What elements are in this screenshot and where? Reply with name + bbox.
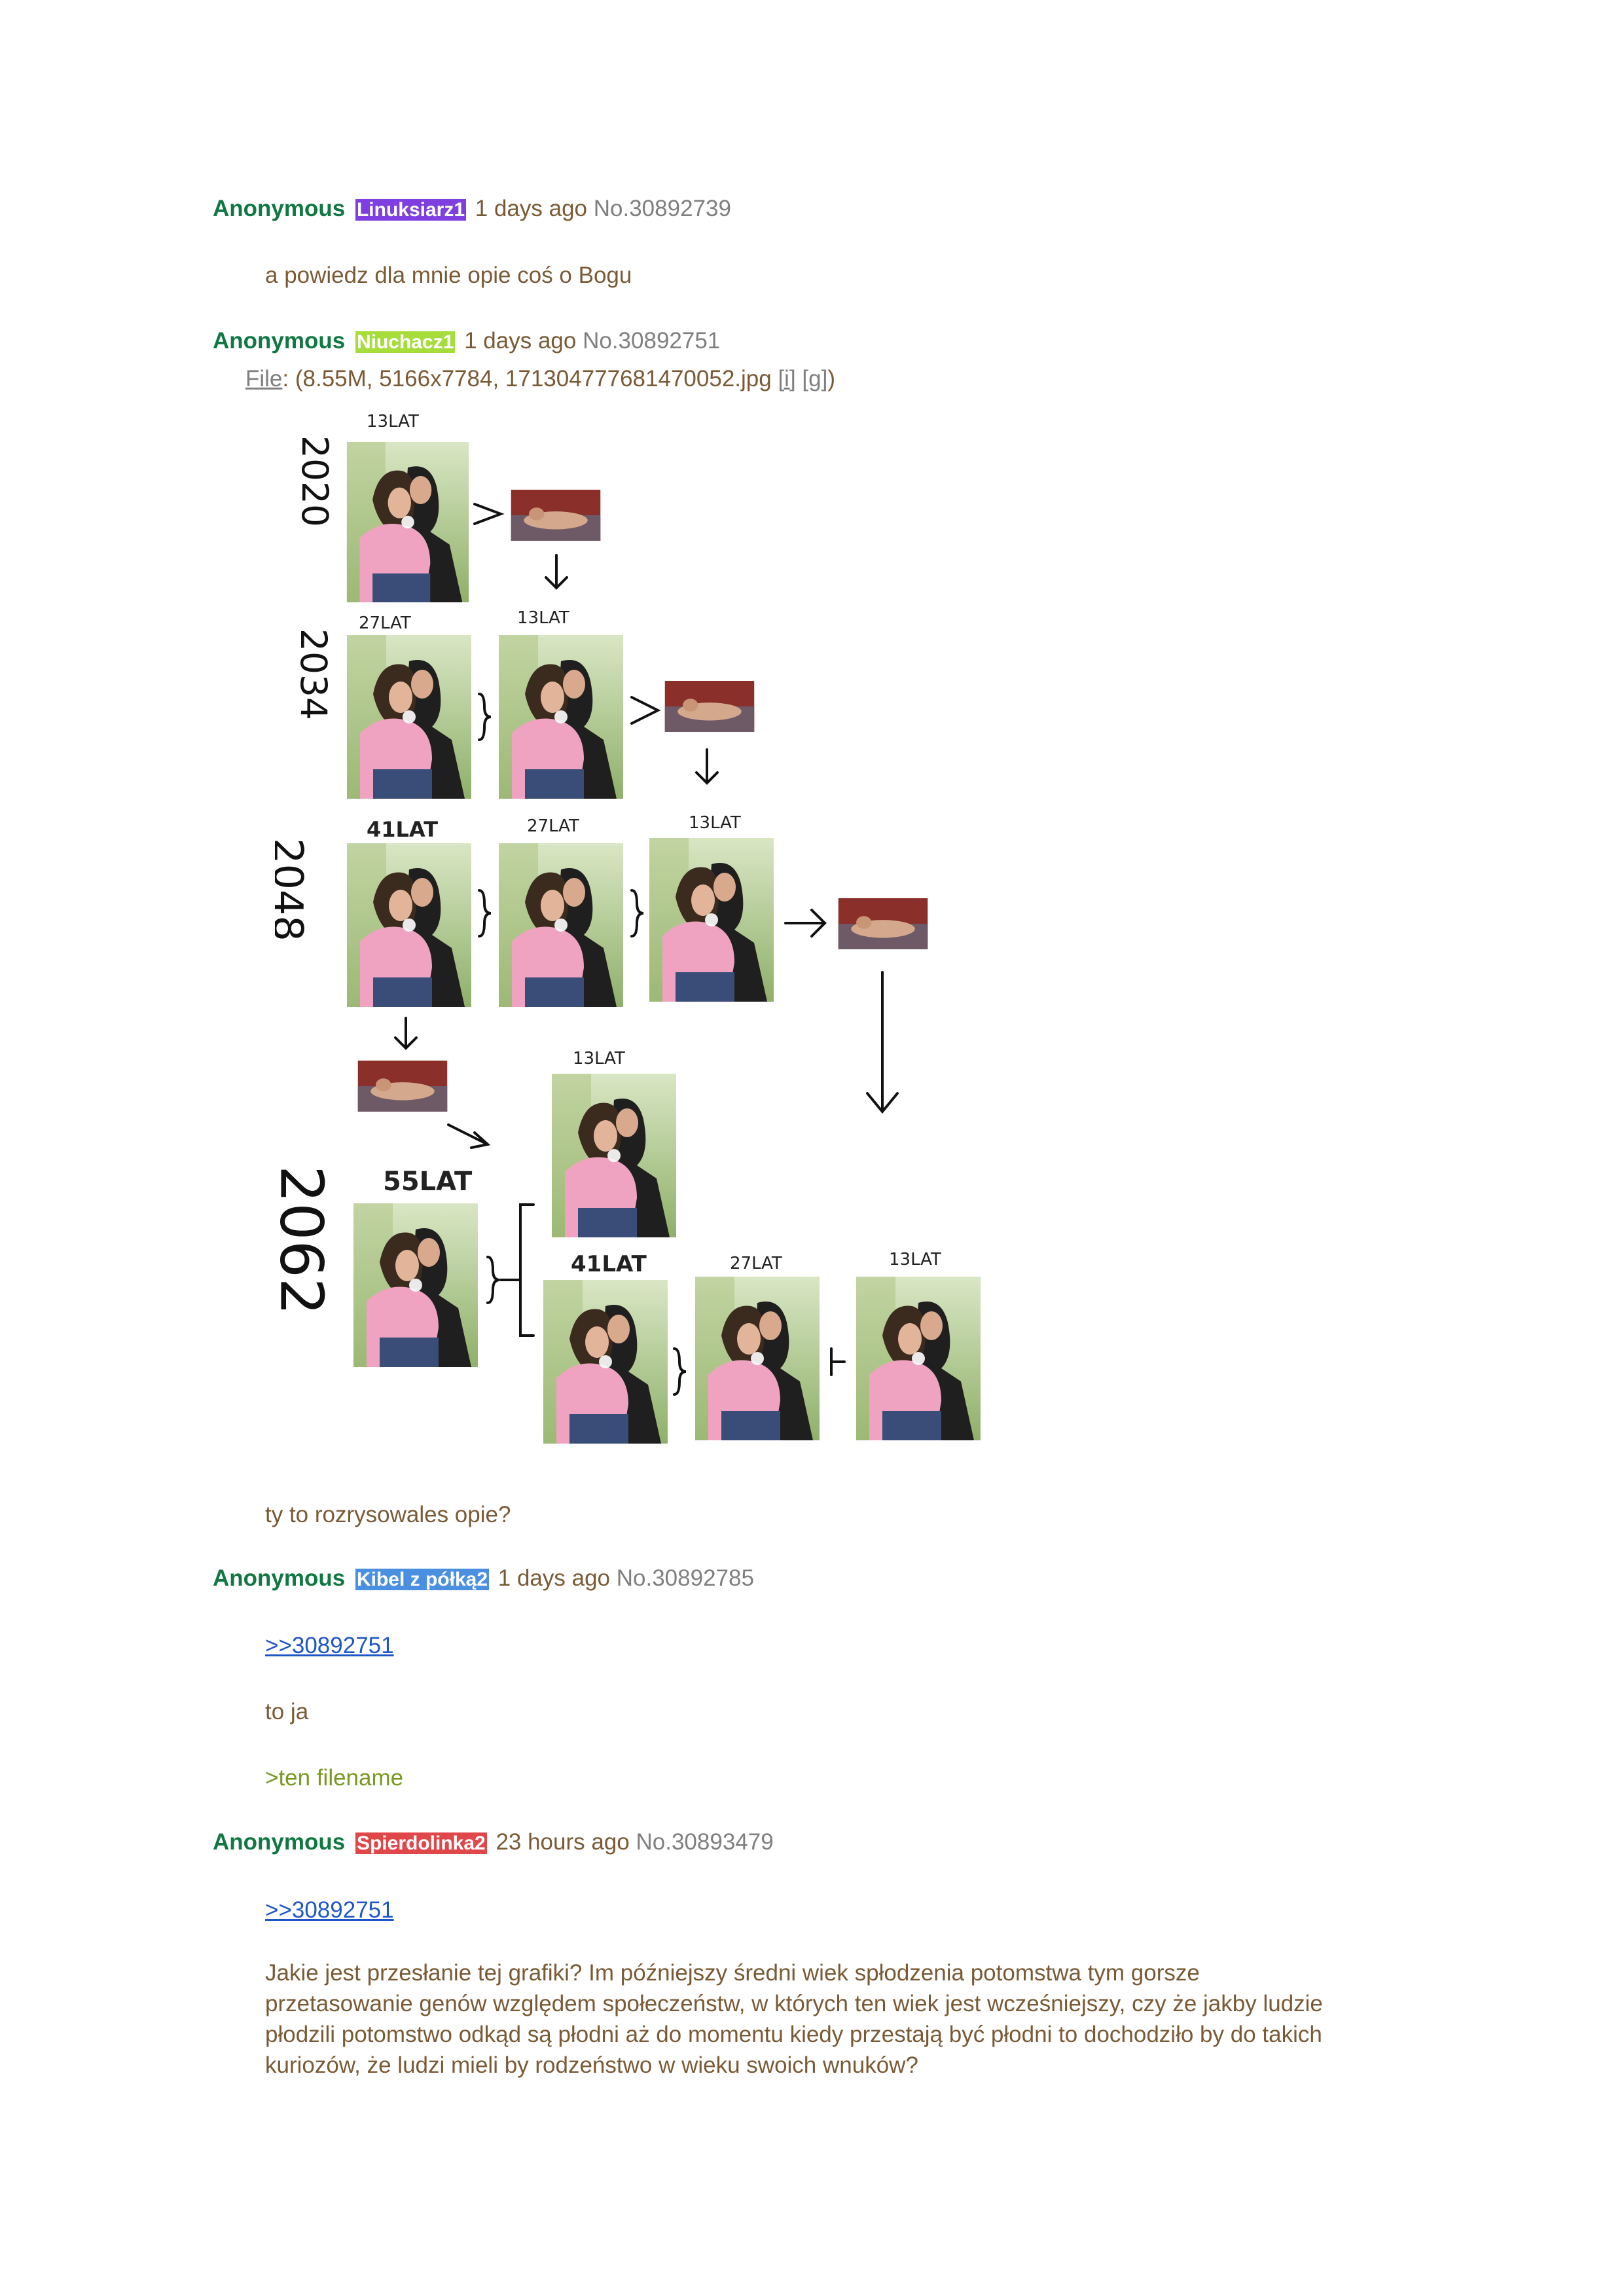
photo [543,1280,668,1444]
post-number[interactable]: No.30893479 [636,1829,774,1855]
google-search-link[interactable]: [g] [802,366,828,392]
age-label: 27LAT [359,613,411,633]
text-line: Jakie jest przesłanie tej grafiki? Im pó… [265,1960,1200,1986]
file-link[interactable]: File [245,366,283,392]
photo [499,635,623,799]
age-label: 41LAT [367,817,438,842]
thumb-photo [838,898,928,949]
thumb-photo [664,681,755,732]
attached-image[interactable]: 2020 2034 2048 2062 13LAT 27LAT 13LAT 41… [275,406,1015,1460]
age-label: 55LAT [383,1167,473,1197]
post-number[interactable]: No.30892739 [593,196,731,221]
age-label: 13LAT [689,813,741,833]
post-30892785: Anonymous Kibel z półką2 1 days ago No.3… [213,1565,1391,1594]
year-2048: 2048 [275,838,312,941]
post-text: ty to rozrysowales opie? [265,1502,511,1527]
post-text: to ja [265,1699,309,1724]
age-label: 27LAT [527,816,579,836]
photo [552,1074,676,1237]
poster-name: Anonymous [213,1829,346,1855]
post-text: a powiedz dla mnie opie coś o Bogu [265,263,632,288]
thumb-photo [357,1061,448,1112]
age-label: 41LAT [571,1251,647,1277]
post-time: 1 days ago [475,196,588,221]
post-number[interactable]: No.30892785 [616,1565,754,1591]
post-header: Anonymous Linuksiarz1 1 days ago No.3089… [213,195,1391,224]
poster-name: Anonymous [213,328,346,354]
post-time: 1 days ago [464,328,577,354]
text-line: kuriozów, że ludzi mieli by rodzeństwo w… [265,2052,918,2078]
photo [649,838,774,1002]
age-label: 13LAT [889,1250,941,1269]
post-30892739: Anonymous Linuksiarz1 1 days ago No.3089… [213,195,1391,224]
diagram-arrows [394,503,899,1396]
poster-tag: Linuksiarz1 [355,199,467,221]
photo [695,1277,820,1440]
post-time: 23 hours ago [496,1829,630,1855]
post-header: Anonymous Niuchacz1 1 days ago No.308927… [213,327,1391,356]
post-header: Anonymous Spierdolinka2 23 hours ago No.… [213,1829,1391,1857]
photo [499,843,623,1007]
file-info: File: (8.55M, 5166x7784, 171304777681470… [245,366,835,392]
age-label: 13LAT [517,608,569,628]
year-2062: 2062 [275,1165,336,1315]
age-label: 13LAT [573,1049,625,1068]
photo [353,1203,478,1367]
poster-tag: Niuchacz1 [355,331,456,353]
photo [856,1277,981,1440]
greentext-line: >ten filename [265,1765,404,1791]
photo [347,843,471,1007]
text-line: płodzili potomstwo odkąd są płodni aż do… [265,2022,1322,2047]
quote-link[interactable]: >>30892751 [265,1897,394,1923]
post-30893479: Anonymous Spierdolinka2 23 hours ago No.… [213,1829,1391,1857]
poster-name: Anonymous [213,196,346,221]
poster-tag: Kibel z półką2 [355,1569,490,1590]
post-time: 1 days ago [497,1565,611,1591]
thumb-photo [511,490,601,541]
post-header: Anonymous Kibel z półką2 1 days ago No.3… [213,1565,1391,1594]
age-label: 27LAT [730,1254,782,1273]
year-labels: 2020 2034 2048 2062 [275,435,336,1315]
photo [346,442,469,602]
post-number[interactable]: No.30892751 [583,328,721,354]
text-line: przetasowanie genów względem społeczeńst… [265,1991,1323,2016]
image-search-link[interactable]: [i] [778,366,796,392]
year-2034: 2034 [293,629,334,720]
post-30892751: Anonymous Niuchacz1 1 days ago No.308927… [213,327,1391,356]
age-label: 13LAT [367,412,419,431]
poster-name: Anonymous [213,1565,346,1591]
photo [347,635,471,799]
post-text: Jakie jest przesłanie tej grafiki? Im pó… [265,1958,1384,2081]
poster-tag: Spierdolinka2 [355,1832,487,1854]
file-meta: : (8.55M, 5166x7784, 171304777681470052.… [282,366,778,392]
quote-link[interactable]: >>30892751 [265,1633,394,1658]
year-2020: 2020 [294,435,336,527]
